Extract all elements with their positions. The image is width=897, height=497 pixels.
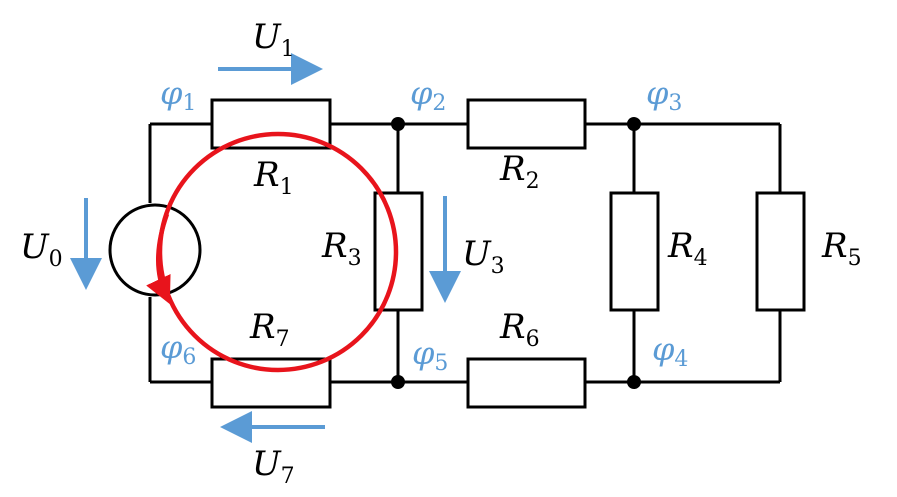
- label-phi1: φ1: [160, 74, 196, 116]
- resistor-r4: [609, 191, 660, 312]
- resistor-r3: [373, 191, 424, 312]
- label-phi6: φ6: [160, 328, 196, 370]
- label-phi5: φ5: [412, 334, 448, 376]
- label-r5: R5: [821, 226, 862, 271]
- label-u7: U7: [252, 444, 295, 489]
- label-u1: U1: [252, 17, 295, 62]
- label-r6: R6: [499, 307, 540, 352]
- label-r1: R1: [253, 155, 294, 200]
- voltage-source-u0: [108, 203, 202, 297]
- mesh-loop-arrow-icon: [146, 213, 171, 305]
- node-phi3: [627, 117, 641, 131]
- node-phi2: [391, 117, 405, 131]
- label-r7: R7: [249, 307, 290, 352]
- label-phi2: φ2: [410, 74, 446, 116]
- label-r3: R3: [321, 226, 362, 271]
- node-phi4: [627, 375, 641, 389]
- label-r2: R2: [499, 149, 540, 194]
- resistor-r2: [466, 98, 587, 150]
- label-phi4: φ4: [652, 330, 688, 372]
- label-phi3: φ3: [646, 74, 682, 116]
- resistor-r5: [755, 191, 806, 312]
- wires: [148, 122, 782, 384]
- label-u3: U3: [462, 234, 505, 279]
- resistor-r6: [466, 357, 587, 409]
- label-r4: R4: [667, 226, 708, 271]
- node-phi5: [391, 375, 405, 389]
- label-u0: U0: [20, 227, 63, 272]
